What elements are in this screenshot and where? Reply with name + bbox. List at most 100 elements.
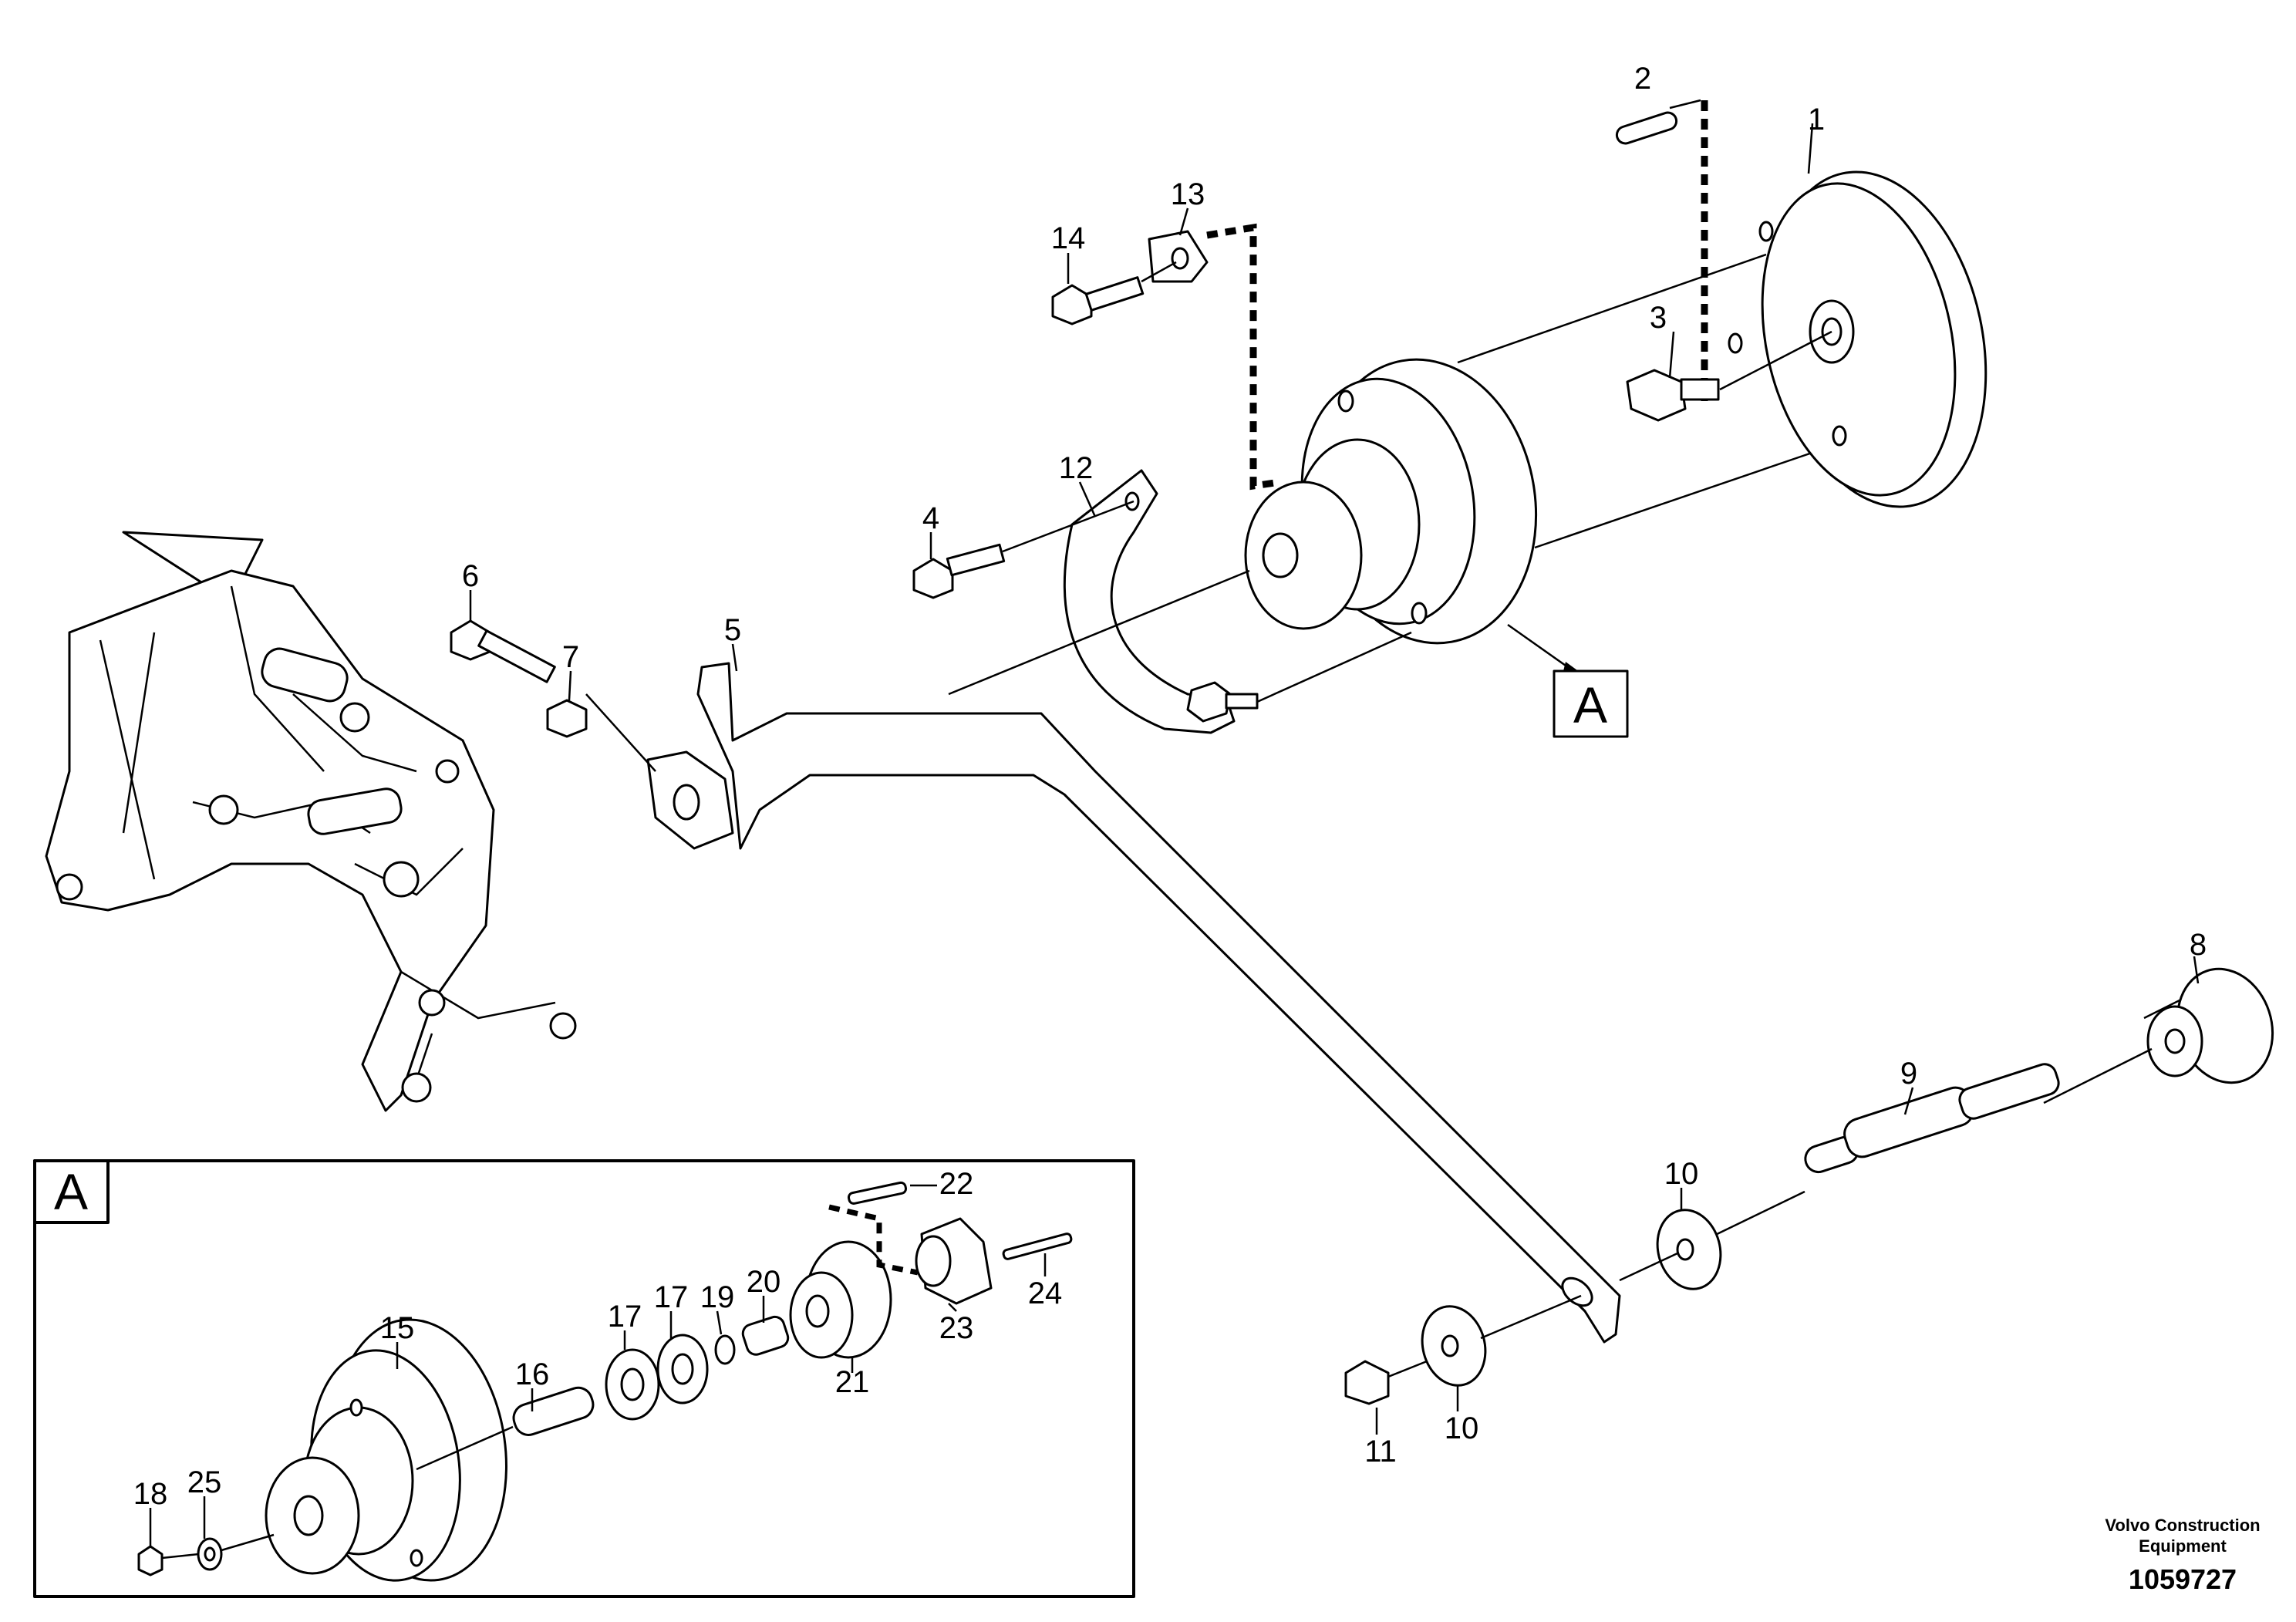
- callout-19: 19: [700, 1280, 735, 1314]
- hex-nut: [546, 699, 588, 738]
- callout-14: 14: [1051, 221, 1086, 255]
- bolt-hole: [1728, 332, 1743, 354]
- nut: [1186, 681, 1232, 723]
- bolt-shank: [1084, 276, 1145, 312]
- bolt-hole: [1337, 389, 1354, 413]
- assembly-a-hub: [1244, 358, 1589, 679]
- bolt-hole: [1832, 425, 1847, 447]
- part-7-nut: [546, 670, 588, 738]
- pivot-pin: [56, 873, 83, 901]
- part-11-nut: [1344, 1360, 1428, 1435]
- clip-nut-hole: [1171, 247, 1189, 270]
- callout-24: 24: [1028, 1276, 1063, 1310]
- callout-3: 3: [1650, 301, 1667, 335]
- part-6-bolt: [450, 590, 656, 772]
- part-2-pin: [1615, 99, 1708, 401]
- part-21-housing-bore: [805, 1294, 830, 1328]
- part-9-shaft: [1684, 1063, 2060, 1251]
- callout-23: 23: [939, 1311, 974, 1345]
- part-12-bracket: [1063, 469, 1412, 734]
- bolt-hole: [410, 1549, 423, 1567]
- callout-8: 8: [2190, 928, 2207, 962]
- bolt-shank: [946, 543, 1006, 577]
- callout-10-lower: 10: [1445, 1411, 1479, 1445]
- callout-5: 5: [724, 613, 741, 647]
- view-label-main-text: A: [1573, 676, 1607, 733]
- callout-10-upper: 10: [1664, 1157, 1699, 1191]
- part-20-spacer: [741, 1315, 790, 1356]
- callout-15: 15: [380, 1311, 415, 1345]
- footer: Volvo Construction Equipment 1059727: [2105, 1516, 2260, 1595]
- bolt-shank: [1225, 693, 1259, 710]
- callout-9: 9: [1900, 1057, 1917, 1091]
- callout-12: 12: [1059, 451, 1094, 485]
- part-16-shaft: [512, 1386, 595, 1436]
- part-4-bolt: [912, 500, 1135, 599]
- pivot-pin: [383, 861, 420, 898]
- part-22-screw: [847, 1181, 908, 1205]
- callout-6: 6: [462, 559, 479, 593]
- part-5-arm: [646, 569, 1621, 1344]
- brand-line-2: Equipment: [2139, 1536, 2227, 1556]
- view-label-box: [1553, 669, 1629, 738]
- pivot-pin: [435, 759, 460, 784]
- sleeve-bore: [2164, 1028, 2186, 1054]
- part-10-washers: [1421, 1188, 1722, 1411]
- part-17-bearing-left-bore: [620, 1367, 645, 1401]
- callout-17-left: 17: [608, 1300, 642, 1334]
- speed-sensor-arm: [696, 662, 1621, 1344]
- tilt-cylinder: [307, 787, 403, 835]
- callout-16: 16: [515, 1357, 550, 1391]
- bolt-hole: [349, 1398, 363, 1417]
- callout-13: 13: [1171, 177, 1205, 211]
- callout-7: 7: [562, 640, 579, 674]
- drum-face: [1761, 182, 1957, 497]
- part-15-hub-bore: [293, 1495, 324, 1536]
- bolt-shank: [1680, 378, 1720, 401]
- bolt-hole: [1411, 602, 1428, 625]
- part-24-screw: [1002, 1233, 1073, 1260]
- pivot-pin: [549, 1012, 577, 1040]
- washer-hole: [1676, 1238, 1694, 1261]
- callout-labels: 1 2 3 4 5 6 7 8 9 10 10 11 12 13 14 15 1…: [133, 62, 2207, 1511]
- pivot-pin: [418, 989, 446, 1017]
- callout-22: 22: [939, 1167, 974, 1201]
- flange-bolt-head: [1051, 284, 1093, 325]
- callout-25: 25: [187, 1465, 222, 1499]
- callout-2: 2: [1634, 62, 1651, 96]
- machine-overview: [45, 531, 577, 1112]
- shaft-collar: [1958, 1063, 2060, 1120]
- hub-boss: [1244, 481, 1363, 630]
- pivot-pin: [208, 794, 239, 825]
- callout-21: 21: [835, 1365, 870, 1399]
- bolt-shank: [477, 629, 556, 683]
- arm-block-hole: [673, 784, 700, 821]
- bolt-hole: [1758, 221, 1774, 242]
- detail-box-label-text: A: [54, 1163, 88, 1220]
- detail-box-label-box: [33, 1159, 110, 1224]
- reference-number: 1059727: [2129, 1563, 2237, 1595]
- detail-box-a: A: [33, 1159, 1135, 1598]
- hub-bore: [1262, 532, 1299, 578]
- part-1-drum: [1457, 123, 1988, 549]
- part-25-washer-hole: [204, 1546, 216, 1562]
- callout-1: 1: [1808, 103, 1825, 137]
- callout-18: 18: [133, 1477, 168, 1511]
- callout-17-right: 17: [654, 1280, 689, 1314]
- loader-frame: [45, 569, 495, 1112]
- part-17-bearing-right-bore: [671, 1353, 694, 1385]
- hex-bolt-head: [1626, 369, 1687, 422]
- view-label-main: A: [1553, 669, 1629, 738]
- roll-pin: [1615, 111, 1678, 145]
- part-19-retaining-ring: [714, 1334, 736, 1365]
- pivot-pin: [339, 702, 370, 733]
- callout-4: 4: [922, 501, 939, 535]
- washer-hole: [1441, 1334, 1459, 1357]
- part-3-bolt: [1626, 330, 1832, 422]
- lift-cylinder: [261, 647, 349, 703]
- part-18-nut: [137, 1545, 164, 1576]
- part-23-sensor-face: [915, 1235, 952, 1287]
- pivot-pin: [401, 1072, 432, 1103]
- brand-line-1: Volvo Construction: [2105, 1516, 2260, 1535]
